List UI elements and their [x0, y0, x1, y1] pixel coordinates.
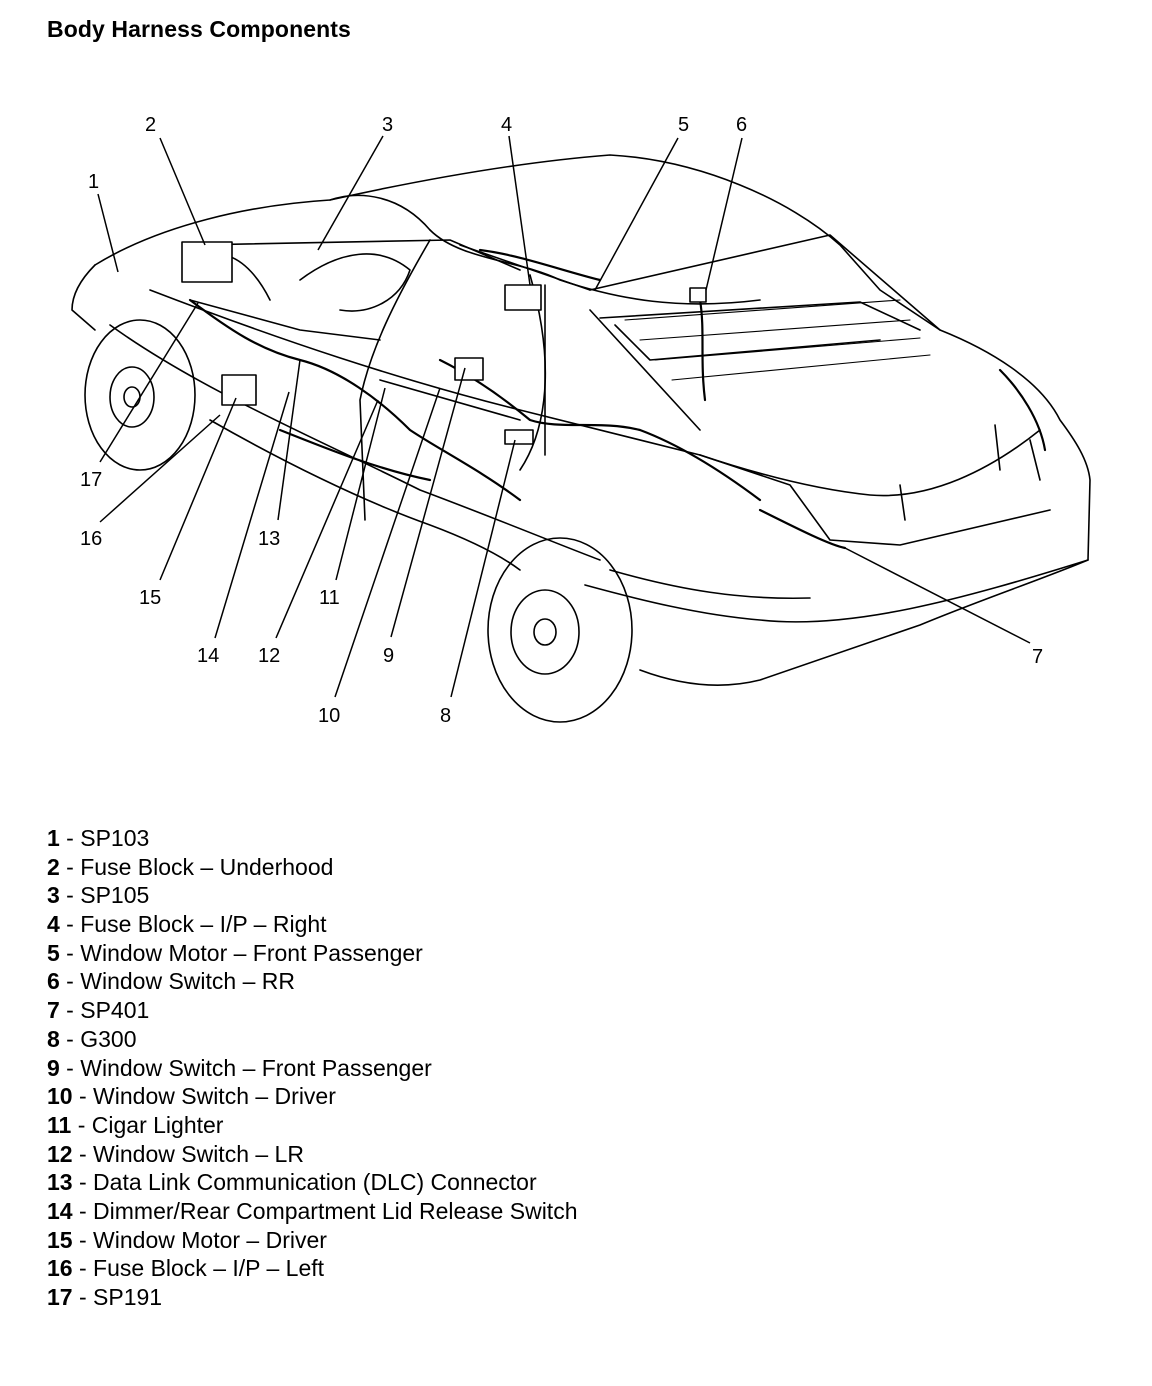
- callout-12: 12: [258, 645, 280, 667]
- legend-item: 7 - SP401: [47, 996, 577, 1025]
- callout-numbers: 1 2 3 4 5 6 7 8 9 10 11 12 13 14 15 16 1…: [80, 114, 1043, 727]
- legend-label: SP191: [93, 1284, 163, 1310]
- legend-item: 3 - SP105: [47, 881, 577, 910]
- rear-window-lines: [624, 299, 931, 381]
- callout-2: 2: [145, 114, 156, 136]
- callout-15: 15: [139, 587, 161, 609]
- legend-separator: -: [72, 1255, 94, 1282]
- leader-lines: [97, 135, 1031, 698]
- callout-11: 11: [319, 587, 340, 609]
- legend-number: 12: [47, 1140, 73, 1167]
- legend-separator: -: [72, 1140, 94, 1167]
- legend-item: 8 - G300: [47, 1025, 577, 1054]
- legend-number: 15: [47, 1226, 73, 1253]
- legend-separator: -: [59, 968, 81, 995]
- component-legend: 1 - SP103 2 - Fuse Block – Underhood 3 -…: [47, 824, 577, 1312]
- legend-number: 17: [47, 1284, 73, 1310]
- legend-item: 17 - SP191: [47, 1283, 577, 1312]
- legend-separator: -: [72, 1197, 94, 1224]
- harness-components: [181, 241, 707, 445]
- front-wheel: [84, 319, 196, 471]
- callout-14: 14: [197, 645, 219, 667]
- legend-item: 16 - Fuse Block – I/P – Left: [47, 1254, 577, 1283]
- legend-number: 5: [47, 939, 60, 966]
- callout-8: 8: [440, 705, 451, 727]
- legend-item: 4 - Fuse Block – I/P – Right: [47, 910, 577, 939]
- legend-number: 4: [47, 911, 60, 938]
- legend-number: 9: [47, 1054, 60, 1081]
- callout-6: 6: [736, 114, 747, 136]
- callout-5: 5: [678, 114, 689, 136]
- legend-label: Window Switch – LR: [93, 1140, 304, 1167]
- legend-label: Dimmer/Rear Compartment Lid Release Swit…: [93, 1197, 578, 1224]
- legend-separator: -: [59, 939, 81, 966]
- legend-number: 6: [47, 968, 60, 995]
- legend-label: SP103: [80, 825, 150, 851]
- legend-label: Window Switch – Front Passenger: [80, 1054, 432, 1081]
- legend-label: Window Motor – Driver: [93, 1226, 327, 1253]
- legend-item: 11 - Cigar Lighter: [47, 1111, 577, 1140]
- legend-number: 8: [47, 1025, 60, 1052]
- legend-number: 16: [47, 1255, 73, 1282]
- callout-7: 7: [1032, 646, 1043, 668]
- legend-separator: -: [59, 911, 81, 938]
- legend-label: Fuse Block – I/P – Left: [93, 1255, 325, 1282]
- legend-number: 14: [47, 1197, 73, 1224]
- legend-label: Window Switch – RR: [80, 968, 295, 995]
- harness-wiring: [188, 248, 1047, 550]
- callout-17: 17: [80, 469, 102, 491]
- legend-number: 2: [47, 853, 60, 880]
- rear-wheel: [487, 537, 633, 723]
- car-harness-diagram: 1 2 3 4 5 6 7 8 9 10 11 12 13 14 15 16 1…: [71, 114, 1091, 727]
- legend-item: 1 - SP103: [47, 824, 577, 853]
- legend-separator: -: [72, 1169, 94, 1196]
- legend-separator: -: [59, 1025, 81, 1052]
- callout-9: 9: [383, 645, 394, 667]
- legend-label: Fuse Block – Underhood: [80, 853, 334, 880]
- legend-label: Window Switch – Driver: [93, 1083, 336, 1110]
- legend-label: Window Motor – Front Passenger: [80, 939, 423, 966]
- legend-item: 9 - Window Switch – Front Passenger: [47, 1054, 577, 1083]
- legend-separator: -: [59, 1054, 81, 1081]
- legend-label: SP401: [80, 997, 150, 1024]
- legend-separator: -: [59, 825, 81, 851]
- legend-number: 3: [47, 882, 60, 909]
- callout-13: 13: [258, 528, 280, 550]
- legend-separator: -: [71, 1111, 92, 1138]
- legend-number: 11: [47, 1111, 72, 1138]
- legend-label: Fuse Block – I/P – Right: [80, 911, 327, 938]
- legend-separator: -: [59, 882, 81, 909]
- legend-item: 12 - Window Switch – LR: [47, 1140, 577, 1169]
- legend-separator: -: [72, 1284, 94, 1310]
- legend-item: 6 - Window Switch – RR: [47, 967, 577, 996]
- legend-separator: -: [59, 997, 81, 1024]
- callout-3: 3: [382, 114, 393, 136]
- legend-number: 1: [47, 825, 60, 851]
- legend-separator: -: [59, 853, 81, 880]
- callout-1: 1: [88, 171, 99, 193]
- legend-item: 14 - Dimmer/Rear Compartment Lid Release…: [47, 1197, 577, 1226]
- legend-item: 15 - Window Motor – Driver: [47, 1226, 577, 1255]
- legend-label: SP105: [80, 882, 150, 909]
- legend-number: 7: [47, 997, 60, 1024]
- callout-16: 16: [80, 528, 102, 550]
- legend-number: 13: [47, 1169, 73, 1196]
- legend-item: 10 - Window Switch – Driver: [47, 1082, 577, 1111]
- legend-number: 10: [47, 1083, 73, 1110]
- legend-label: Cigar Lighter: [91, 1111, 224, 1138]
- legend-item: 13 - Data Link Communication (DLC) Conne…: [47, 1168, 577, 1197]
- car-body-outline: [71, 154, 1091, 686]
- page-title: Body Harness Components: [47, 16, 351, 42]
- legend-label: G300: [80, 1025, 137, 1052]
- legend-item: 2 - Fuse Block – Underhood: [47, 853, 577, 882]
- legend-separator: -: [72, 1226, 94, 1253]
- callout-10: 10: [318, 705, 340, 727]
- legend-separator: -: [72, 1083, 94, 1110]
- legend-label: Data Link Communication (DLC) Connector: [93, 1169, 537, 1196]
- callout-4: 4: [501, 114, 512, 136]
- legend-item: 5 - Window Motor – Front Passenger: [47, 939, 577, 968]
